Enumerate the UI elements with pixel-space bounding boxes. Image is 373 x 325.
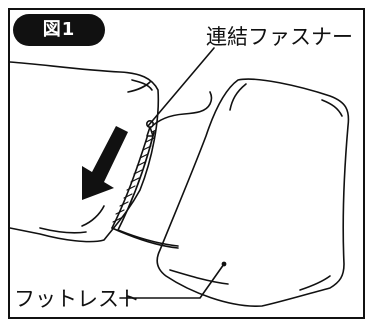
figure-badge: 図1 — [13, 14, 105, 46]
footrest-leader — [119, 263, 225, 299]
fastener-label: 連結ファスナー — [206, 25, 353, 49]
main-pillow — [9, 61, 160, 243]
figure-frame — [8, 8, 365, 319]
down-left-arrow-icon — [82, 126, 128, 200]
fastener-leader — [147, 47, 215, 127]
fastener-strip — [149, 91, 213, 129]
footrest-label: フットレスト — [14, 287, 140, 311]
footrest-pillow — [156, 78, 350, 307]
